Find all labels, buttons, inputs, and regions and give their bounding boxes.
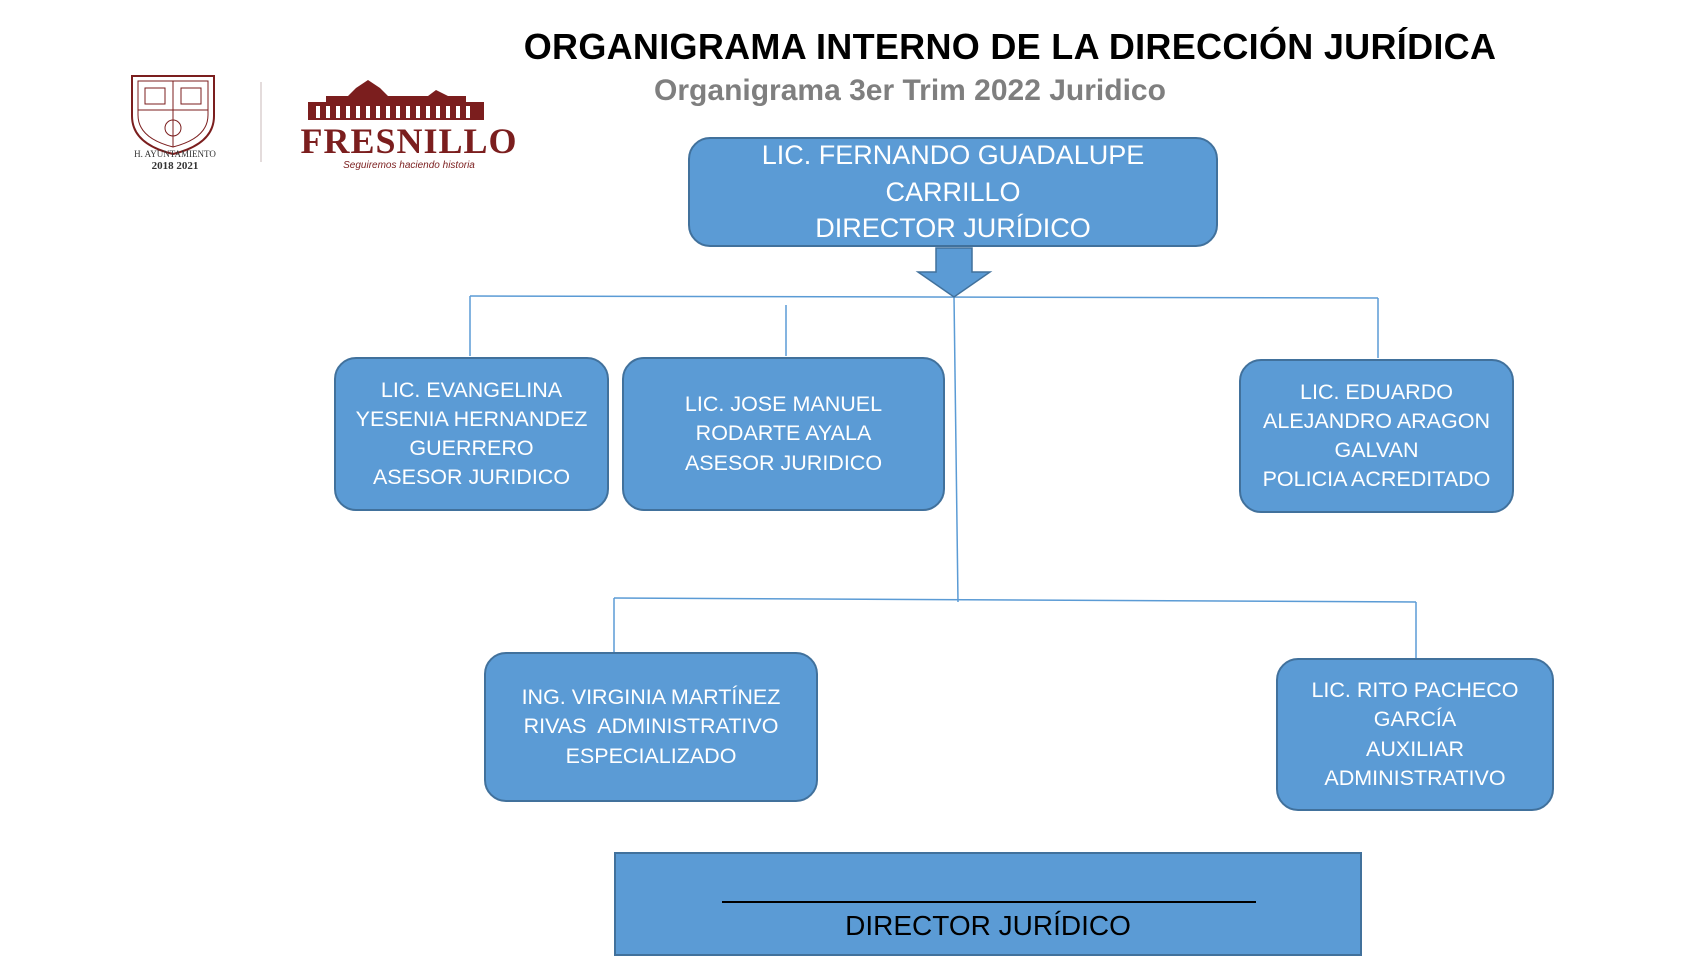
- main-trunk-line: [953, 295, 959, 603]
- seal-shield: [131, 75, 215, 156]
- director-role: DIRECTOR JURÍDICO: [815, 213, 1091, 244]
- node-line: LIC. RITO PACHECO: [1311, 678, 1519, 703]
- fresnillo-building-icon: [308, 80, 484, 120]
- node-line: YESENIA HERNANDEZ: [355, 406, 588, 431]
- seal-caption-line2: 2018 2021: [151, 159, 199, 172]
- node-eduardo: LIC. EDUARDO ALEJANDRO ARAGON GALVAN POL…: [1239, 359, 1514, 513]
- node-line: GALVAN: [1334, 438, 1419, 462]
- node-line: GUERRERO: [409, 436, 534, 460]
- node-line: ADMINISTRATIVO: [1324, 765, 1506, 790]
- signature-box: DIRECTOR JURÍDICO: [614, 852, 1362, 956]
- node-line: ING. VIRGINIA MARTÍNEZ: [521, 685, 781, 710]
- node-line: ESPECIALIZADO: [565, 743, 737, 768]
- node-line: ALEJANDRO ARAGON: [1263, 408, 1490, 433]
- page-subtitle: Organigrama 3er Trim 2022 Juridico: [654, 74, 1166, 107]
- node-jose-manuel: LIC. JOSE MANUEL RODARTE AYALA ASESOR JU…: [622, 357, 945, 511]
- signature-line: [722, 901, 1256, 903]
- level3-bus-line: [613, 597, 1417, 603]
- level2-bus-line: [469, 295, 1379, 299]
- brand-slogan: Seguiremos haciendo historia: [343, 160, 475, 171]
- brand-name: FRESNILLO: [300, 121, 518, 161]
- node-line: LIC. EVANGELINA: [380, 377, 563, 402]
- municipal-seal-icon: [131, 75, 262, 162]
- seal-caption-line1: H. AYUNTAMIENTO: [134, 149, 216, 159]
- director-node: LIC. FERNANDO GUADALUPE CARRILLO DIRECTO…: [688, 137, 1218, 247]
- node-line: AUXILIAR: [1366, 736, 1464, 761]
- node-line: ASESOR JURIDICO: [372, 465, 571, 490]
- page-title: ORGANIGRAMA INTERNO DE LA DIRECCIÓN JURÍ…: [523, 26, 1497, 67]
- node-rito: LIC. RITO PACHECO GARCÍA AUXILIAR ADMINI…: [1276, 658, 1554, 811]
- node-line: POLICIA ACREDITADO: [1262, 467, 1491, 492]
- node-line: ASESOR JURIDICO: [684, 450, 883, 475]
- node-line: LIC. EDUARDO: [1300, 379, 1453, 404]
- down-arrow-icon: [915, 247, 993, 298]
- node-line: LIC. JOSE MANUEL: [684, 392, 883, 417]
- node-line: RIVAS ADMINISTRATIVO: [523, 714, 779, 739]
- signature-label: DIRECTOR JURÍDICO: [845, 910, 1131, 941]
- director-name-line2: CARRILLO: [885, 176, 1021, 207]
- node-virginia: ING. VIRGINIA MARTÍNEZ RIVAS ADMINISTRAT…: [484, 652, 818, 802]
- node-evangelina: LIC. EVANGELINA YESENIA HERNANDEZ GUERRE…: [334, 357, 609, 511]
- node-line: GARCÍA: [1373, 707, 1457, 732]
- node-line: RODARTE AYALA: [695, 421, 872, 446]
- director-name-line1: LIC. FERNANDO GUADALUPE: [761, 140, 1145, 171]
- logo-area: H. AYUNTAMIENTO 2018 2021 FRESNILLO Segu…: [118, 68, 538, 178]
